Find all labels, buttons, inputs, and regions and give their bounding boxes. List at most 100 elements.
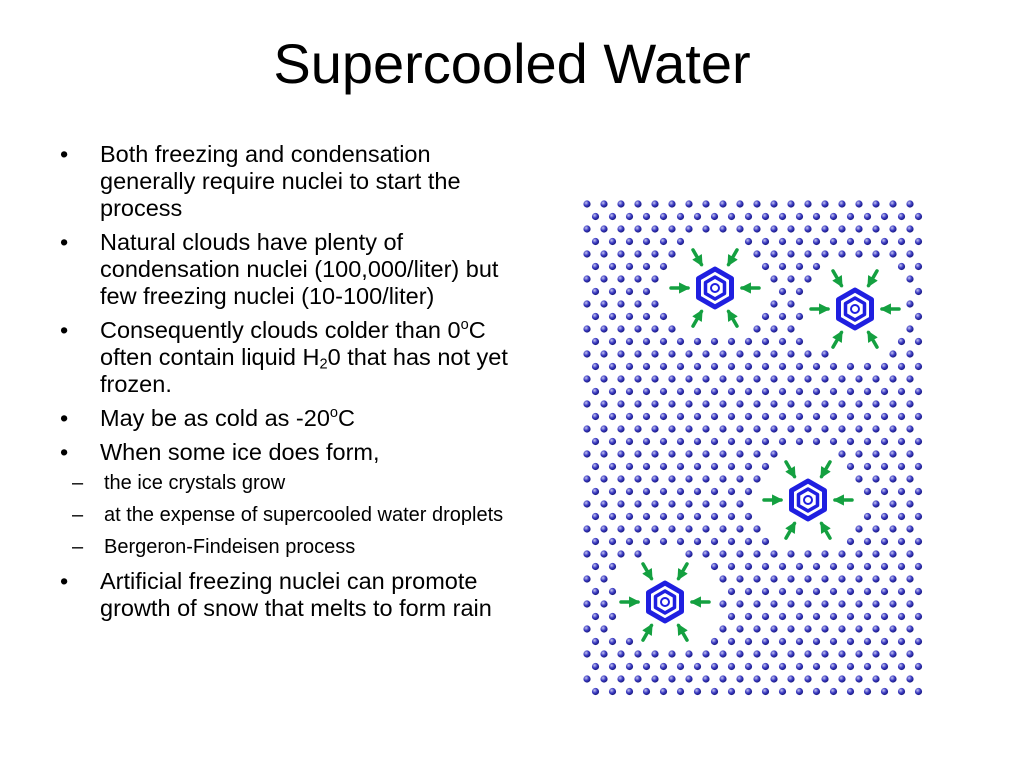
- water-droplet-icon: [608, 662, 617, 671]
- water-droplet-icon: [812, 237, 821, 246]
- water-droplet-icon: [863, 237, 872, 246]
- dash-mark: –: [72, 472, 84, 494]
- water-droplet-icon: [685, 525, 693, 533]
- water-droplet-icon: [846, 412, 855, 421]
- water-droplet-icon: [787, 250, 795, 258]
- water-droplet-icon: [914, 662, 923, 671]
- water-droplet-icon: [710, 387, 719, 396]
- water-droplet-icon: [795, 637, 804, 646]
- water-droplet-icon: [821, 650, 829, 658]
- bullet-item: • When some ice does form, – the ice cry…: [58, 439, 508, 559]
- water-droplet-icon: [906, 600, 914, 608]
- water-droplet-icon: [651, 375, 659, 383]
- water-droplet-icon: [753, 650, 761, 658]
- water-droplet-icon: [710, 437, 719, 446]
- water-droplet-icon: [778, 637, 787, 646]
- water-droplet-icon: [600, 350, 608, 358]
- water-droplet-icon: [812, 212, 821, 221]
- water-droplet-icon: [719, 350, 727, 358]
- water-droplet-icon: [744, 212, 753, 221]
- water-droplet-icon: [753, 325, 761, 333]
- water-droplet-icon: [625, 662, 634, 671]
- water-droplet-icon: [600, 450, 608, 458]
- water-droplet-icon: [761, 262, 770, 271]
- water-droplet-icon: [583, 475, 591, 483]
- water-droplet-icon: [846, 387, 855, 396]
- water-droplet-icon: [804, 350, 812, 358]
- water-droplet-icon: [829, 237, 838, 246]
- water-droplet-icon: [829, 562, 838, 571]
- water-droplet-icon: [829, 437, 838, 446]
- water-droplet-icon: [625, 512, 634, 521]
- bullet-text: When some ice does form,: [100, 439, 380, 465]
- water-droplet-icon: [727, 587, 736, 596]
- water-droplet-icon: [778, 287, 787, 296]
- dash-mark: –: [72, 504, 84, 526]
- water-droplet-icon: [642, 337, 651, 346]
- water-droplet-icon: [889, 575, 897, 583]
- water-droplet-icon: [872, 225, 880, 233]
- water-droplet-icon: [880, 412, 889, 421]
- water-droplet-icon: [634, 675, 642, 683]
- water-droplet-icon: [642, 287, 651, 296]
- water-droplet-icon: [625, 212, 634, 221]
- water-droplet-icon: [880, 612, 889, 621]
- water-droplet-icon: [753, 525, 761, 533]
- water-droplet-icon: [608, 412, 617, 421]
- water-droplet-icon: [600, 675, 608, 683]
- water-droplet-icon: [583, 275, 591, 283]
- water-droplet-icon: [753, 200, 761, 208]
- water-droplet-icon: [787, 425, 795, 433]
- water-droplet-icon: [659, 362, 668, 371]
- water-droplet-icon: [719, 425, 727, 433]
- water-droplet-icon: [591, 612, 600, 621]
- water-droplet-icon: [625, 437, 634, 446]
- water-droplet-icon: [761, 412, 770, 421]
- water-droplet-icon: [600, 200, 608, 208]
- water-droplet-icon: [710, 512, 719, 521]
- arrow-icon: [831, 330, 844, 349]
- water-droplet-icon: [889, 225, 897, 233]
- water-droplet-icon: [889, 525, 897, 533]
- water-droplet-icon: [863, 412, 872, 421]
- crystal-layer: [619, 248, 901, 642]
- water-droplet-icon: [608, 212, 617, 221]
- water-droplet-icon: [727, 362, 736, 371]
- water-droplet-icon: [719, 400, 727, 408]
- water-droplet-icon: [617, 350, 625, 358]
- water-droplet-icon: [668, 650, 676, 658]
- water-droplet-icon: [736, 625, 744, 633]
- water-droplet-icon: [880, 537, 889, 546]
- water-droplet-icon: [736, 675, 744, 683]
- water-droplet-icon: [897, 212, 906, 221]
- water-droplet-icon: [761, 362, 770, 371]
- water-droplet-icon: [710, 212, 719, 221]
- water-droplet-icon: [736, 600, 744, 608]
- arrow-icon: [866, 330, 879, 349]
- water-droplet-icon: [914, 337, 923, 346]
- water-droplet-icon: [617, 450, 625, 458]
- water-droplet-icon: [634, 350, 642, 358]
- water-droplet-icon: [761, 387, 770, 396]
- water-droplet-icon: [778, 587, 787, 596]
- water-droplet-icon: [600, 225, 608, 233]
- degree-superscript: o: [460, 316, 469, 333]
- water-droplet-icon: [727, 662, 736, 671]
- water-droplet-icon: [846, 612, 855, 621]
- water-droplet-icon: [591, 212, 600, 221]
- bullet-text-part: C: [338, 405, 355, 431]
- water-droplet-icon: [804, 650, 812, 658]
- water-droplet-icon: [880, 362, 889, 371]
- water-droplet-icon: [889, 475, 897, 483]
- water-droplet-icon: [710, 637, 719, 646]
- water-droplet-icon: [676, 362, 685, 371]
- water-droplet-icon: [812, 437, 821, 446]
- water-droplet-icon: [906, 625, 914, 633]
- water-droplet-icon: [770, 550, 778, 558]
- water-droplet-icon: [727, 437, 736, 446]
- dash-mark: –: [72, 536, 84, 558]
- water-droplet-icon: [659, 687, 668, 696]
- arrow-icon: [784, 460, 797, 479]
- arrow-icon: [641, 562, 654, 581]
- water-droplet-icon: [753, 475, 761, 483]
